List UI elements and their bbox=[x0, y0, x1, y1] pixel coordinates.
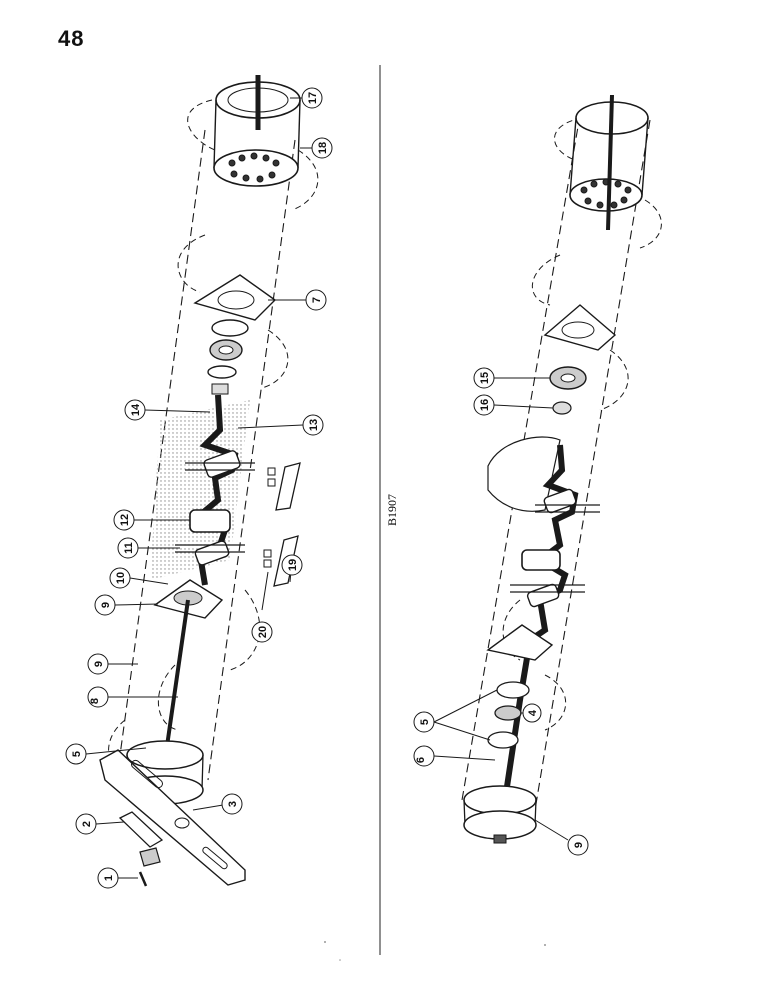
svg-text:9: 9 bbox=[573, 842, 585, 848]
callout-11: 11 bbox=[117, 537, 180, 559]
callout-16: 16 bbox=[473, 394, 554, 416]
svg-text:13: 13 bbox=[308, 419, 320, 431]
callout-9: 9 bbox=[534, 819, 589, 856]
callout-7: 8 bbox=[87, 686, 178, 708]
callout-12: 12 bbox=[113, 509, 190, 531]
svg-text:4: 4 bbox=[527, 709, 539, 716]
callout-19: 19 bbox=[281, 554, 303, 583]
figure-code: B1907 bbox=[385, 494, 399, 526]
svg-text:5: 5 bbox=[71, 751, 83, 757]
svg-text:14: 14 bbox=[130, 403, 142, 416]
callout-2: 2 bbox=[75, 813, 125, 835]
callout-18: 18 bbox=[300, 137, 333, 159]
callout-10: 10 bbox=[109, 567, 169, 589]
svg-text:11: 11 bbox=[123, 542, 135, 554]
svg-text:9: 9 bbox=[93, 661, 105, 667]
callout-13: 13 bbox=[237, 414, 324, 436]
callout-5: 5 bbox=[65, 743, 147, 765]
svg-text:6: 6 bbox=[415, 757, 427, 763]
svg-text:5: 5 bbox=[419, 719, 431, 725]
svg-text:2: 2 bbox=[81, 821, 93, 827]
svg-text:3: 3 bbox=[227, 801, 239, 807]
callout-15: 15 bbox=[473, 367, 550, 389]
svg-text:15: 15 bbox=[479, 372, 491, 384]
callout-20: 20 bbox=[251, 571, 273, 643]
callout-6: 6 bbox=[413, 745, 496, 767]
svg-text:16: 16 bbox=[479, 399, 491, 411]
svg-text:20: 20 bbox=[257, 626, 269, 638]
svg-text:17: 17 bbox=[307, 92, 319, 104]
callout-17: 17 bbox=[290, 87, 323, 109]
callout-9-lower: 9 bbox=[94, 594, 159, 616]
callout-1: 1 bbox=[97, 867, 138, 889]
svg-text:8: 8 bbox=[89, 698, 101, 704]
callout-8: 9 bbox=[87, 653, 138, 675]
callout-3: 3 bbox=[192, 793, 243, 815]
svg-text:9: 9 bbox=[100, 602, 112, 608]
callout-14: 14 bbox=[124, 399, 211, 421]
left-assembly bbox=[99, 75, 319, 887]
svg-text:10: 10 bbox=[115, 572, 127, 584]
svg-text:1: 1 bbox=[103, 875, 115, 881]
left-callouts: 17 18 7 14 13 bbox=[65, 87, 333, 889]
callout-5: 5 bbox=[413, 689, 498, 741]
callout-9-upper: 7 bbox=[268, 289, 327, 311]
svg-text:7: 7 bbox=[311, 297, 323, 303]
right-callouts: 15 16 4 5 6 bbox=[413, 367, 589, 856]
callout-4: 4 bbox=[520, 703, 542, 723]
svg-text:19: 19 bbox=[287, 559, 299, 571]
scan-specks bbox=[324, 941, 546, 961]
svg-text:18: 18 bbox=[317, 142, 329, 154]
right-assembly bbox=[461, 94, 662, 844]
page-number: 48 bbox=[58, 26, 85, 51]
svg-text:12: 12 bbox=[119, 514, 131, 526]
